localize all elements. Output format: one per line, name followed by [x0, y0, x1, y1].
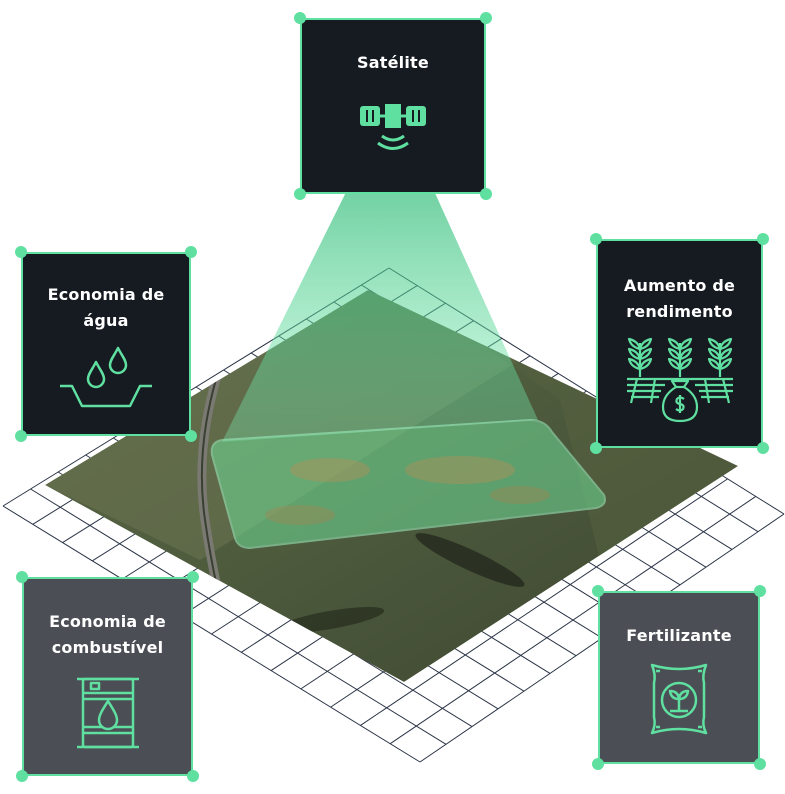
corner-dot: [294, 12, 306, 24]
corner-dot: [187, 571, 199, 583]
fuel-title-line1: Economia de: [49, 612, 166, 631]
corner-dot: [590, 442, 602, 454]
water-drops-basin-icon: [58, 346, 154, 417]
fertilizer-card: Fertilizante: [592, 585, 766, 770]
corner-dot: [592, 758, 604, 770]
corner-dot: [754, 758, 766, 770]
crops-money-bag-icon: [625, 337, 735, 428]
satellite-card: Satélite: [294, 12, 492, 200]
satellite-icon: [358, 102, 428, 157]
satellite-beam: [222, 160, 538, 442]
fuel-title-line2: combustível: [51, 638, 164, 657]
corner-dot: [754, 585, 766, 597]
corner-dot: [185, 246, 197, 258]
corner-dot: [294, 188, 306, 200]
yield-increase-card: Aumento de rendimento: [590, 233, 769, 454]
corner-dot: [185, 430, 197, 442]
yield-title-line1: Aumento de: [623, 276, 736, 295]
fertilizer-title: Fertilizante: [626, 626, 732, 645]
fuel-savings-card: Economia de combustível: [16, 571, 199, 782]
yield-title-line2: rendimento: [626, 302, 733, 321]
grid-line: [360, 478, 728, 726]
water-title-line1: Economia de: [47, 285, 165, 304]
satellite-title: Satélite: [357, 53, 429, 72]
analyzed-plot: [210, 418, 606, 550]
corner-dot: [590, 233, 602, 245]
corner-dot: [15, 246, 27, 258]
fuel-barrel-icon: [73, 675, 143, 756]
corner-dot: [480, 12, 492, 24]
corner-dot: [16, 770, 28, 782]
corner-dot: [187, 770, 199, 782]
grid-line: [389, 496, 757, 745]
water-title-line2: água: [83, 311, 129, 330]
corner-dot: [480, 188, 492, 200]
corner-dot: [757, 233, 769, 245]
corner-dot: [15, 430, 27, 442]
corner-dot: [757, 442, 769, 454]
water-savings-card: Economia de água: [15, 246, 197, 442]
corner-dot: [592, 585, 604, 597]
fertilizer-bag-icon: [646, 659, 712, 744]
corner-dot: [16, 571, 28, 583]
